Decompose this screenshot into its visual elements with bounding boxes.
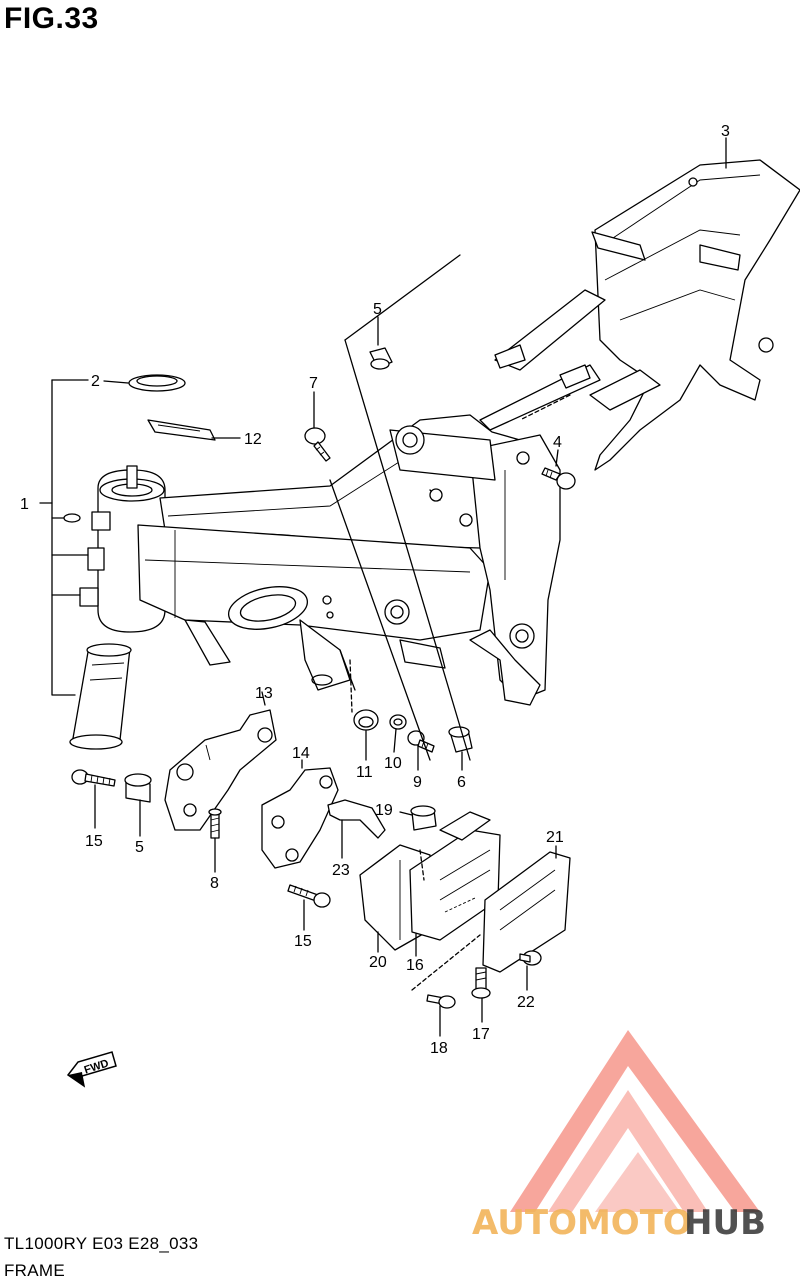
bolt-15a-drawing xyxy=(71,769,116,787)
nut-19-drawing xyxy=(410,805,437,831)
holder-16-drawing xyxy=(409,811,501,941)
callout-9: 9 xyxy=(413,774,422,791)
steering-ring-drawing xyxy=(128,374,186,392)
watermark-text-hub: HUB xyxy=(684,1203,766,1243)
callout-numbers: 1 2 3 4 5 5 6 7 8 9 10 11 12 13 14 15 15… xyxy=(20,123,730,1057)
callout-4: 4 xyxy=(553,434,562,451)
bolt-7-drawing xyxy=(304,427,331,462)
leader-lines xyxy=(39,137,727,1037)
collar-10-drawing xyxy=(389,714,407,730)
figure-title: FIG.33 xyxy=(4,2,99,35)
callout-17: 17 xyxy=(472,1026,490,1043)
bracket-13-drawing xyxy=(164,709,277,831)
callout-1: 1 xyxy=(20,496,29,513)
callout-22: 22 xyxy=(517,994,535,1011)
bolt-18-drawing xyxy=(426,994,456,1009)
callout-16: 16 xyxy=(406,957,424,974)
callout-12: 12 xyxy=(244,431,262,448)
callout-23: 23 xyxy=(332,862,350,879)
model-code: TL1000RY E03 E28_033 xyxy=(4,1234,199,1253)
callout-6: 6 xyxy=(457,774,466,791)
callout-3: 3 xyxy=(721,123,730,140)
plug-11-drawing xyxy=(353,709,379,731)
screw-22-drawing xyxy=(519,950,542,966)
callout-5-top: 5 xyxy=(373,301,382,318)
callout-11: 11 xyxy=(356,764,373,781)
seat-rail-drawing xyxy=(479,159,800,471)
bolt-17-drawing xyxy=(471,967,491,999)
callout-21: 21 xyxy=(546,829,564,846)
forward-arrow-icon: FWD xyxy=(66,1051,117,1088)
bracket-14-drawing xyxy=(261,767,339,869)
callout-15-left: 15 xyxy=(85,833,103,850)
bolt-9-drawing xyxy=(407,730,435,753)
cushion-top-drawing xyxy=(369,347,393,370)
bushing-6-drawing xyxy=(448,726,473,753)
callout-10: 10 xyxy=(384,755,402,772)
steering-tube-drawing xyxy=(69,643,132,750)
callout-5-bottom: 5 xyxy=(135,839,144,856)
box-21-drawing xyxy=(482,851,571,973)
watermark-logo-icon xyxy=(510,1030,760,1212)
stay-23-drawing xyxy=(327,799,386,839)
bolt-15b-drawing xyxy=(287,884,331,908)
callout-13: 13 xyxy=(255,685,273,702)
main-frame-drawing xyxy=(79,414,561,706)
callout-8: 8 xyxy=(210,875,219,892)
callout-20: 20 xyxy=(369,954,387,971)
callout-18: 18 xyxy=(430,1040,448,1057)
cushion-bottom-drawing xyxy=(124,773,152,803)
callout-14: 14 xyxy=(292,745,310,762)
head-plug-drawing xyxy=(63,513,81,523)
label-plate-drawing xyxy=(147,419,216,441)
callout-19: 19 xyxy=(375,802,393,819)
watermark-text-automoto: AUTOMOTO xyxy=(472,1203,692,1243)
callout-2: 2 xyxy=(91,373,100,390)
bolt-8-drawing xyxy=(208,808,222,839)
section-name: FRAME xyxy=(4,1261,65,1280)
callout-15-lower: 15 xyxy=(294,933,312,950)
bolt-4-drawing xyxy=(541,467,576,490)
callout-7: 7 xyxy=(309,375,318,392)
